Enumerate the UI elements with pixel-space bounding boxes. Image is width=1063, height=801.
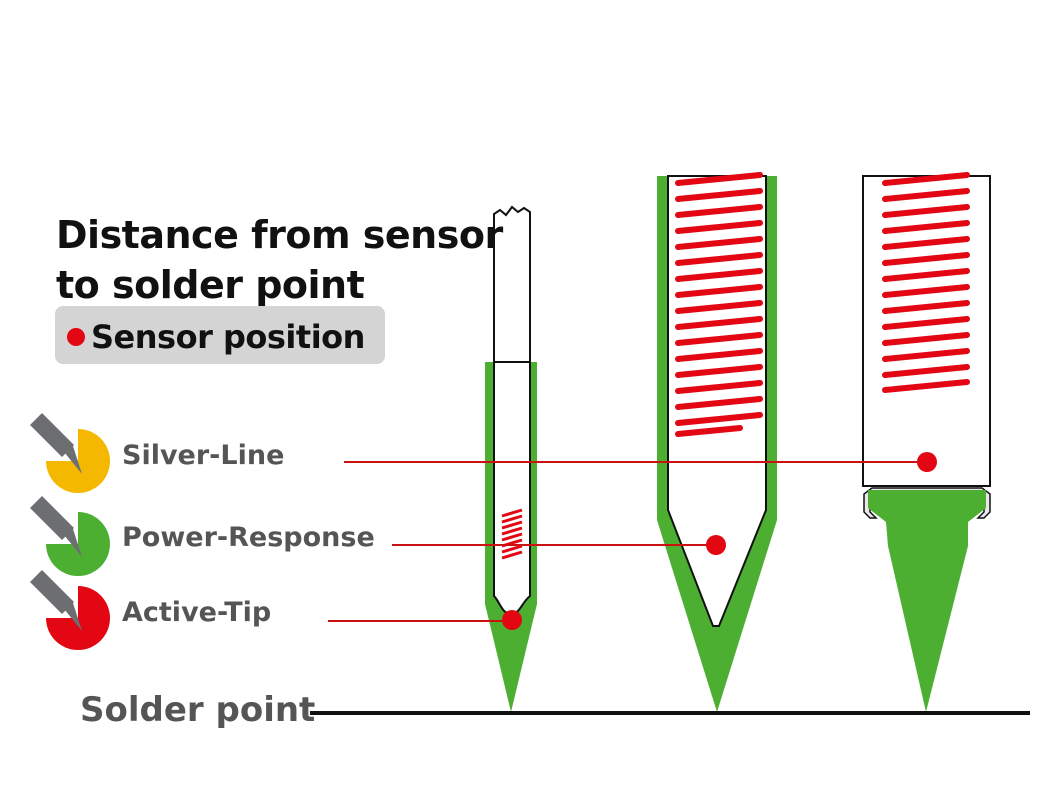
legend-label-power-response: Power-Response — [122, 522, 375, 553]
diagram-title-line-2: to solder point — [56, 263, 365, 307]
power-response-tip-drawing — [657, 172, 777, 712]
silver-line-icon — [30, 413, 110, 493]
solder-point-label: Solder point — [80, 690, 316, 730]
silver-line-tip-drawing — [862, 172, 991, 712]
legend-label-active-tip: Active-Tip — [122, 597, 272, 628]
power-response-icon — [30, 496, 110, 576]
active-tip-icon — [30, 570, 110, 650]
sensor-position-label: Sensor position — [91, 318, 365, 356]
power-response-sensor-dot — [706, 535, 726, 555]
active-tip-drawing — [485, 205, 537, 712]
sensor-position-badge: Sensor position — [55, 306, 385, 364]
silver-line-sensor-dot — [917, 452, 937, 472]
sensor-dot-icon — [67, 328, 85, 346]
active-tip-sensor-dot — [502, 610, 522, 630]
legend-label-silver-line: Silver-Line — [122, 440, 285, 471]
diagram-title-line-1: Distance from sensor — [56, 213, 503, 257]
